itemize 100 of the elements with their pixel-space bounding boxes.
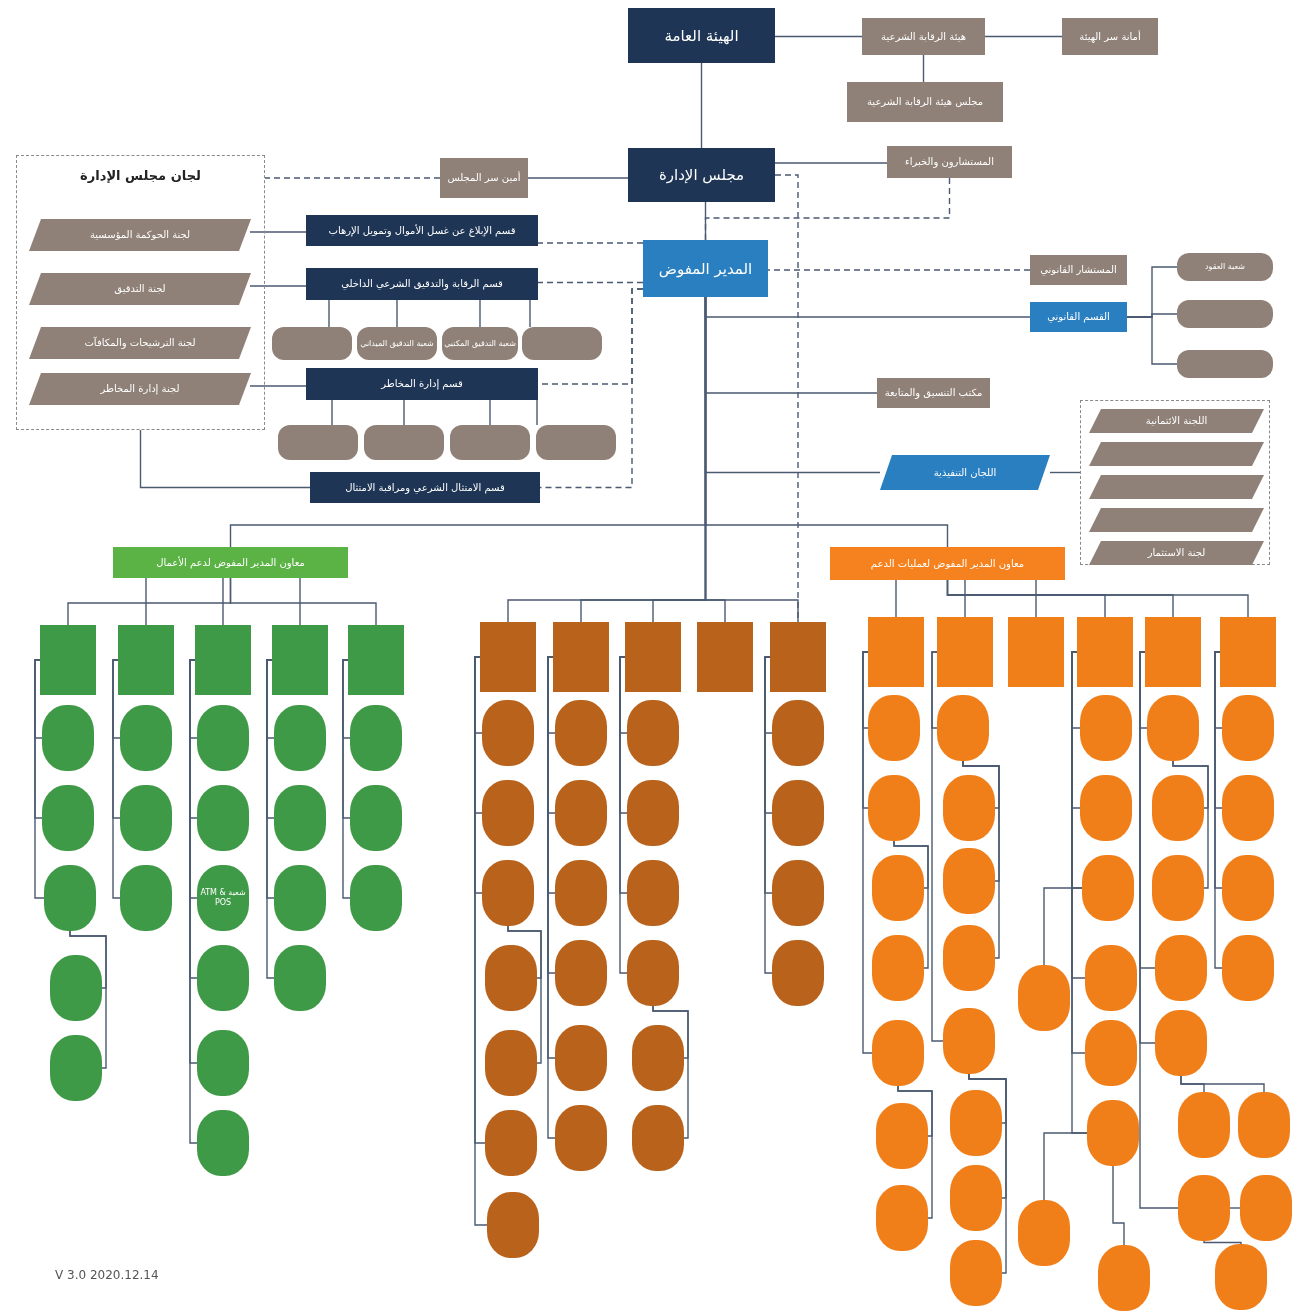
connector-line xyxy=(946,579,1249,618)
header-box: معاون المدير المفوض لعمليات الدعم xyxy=(830,547,1065,580)
connector-line xyxy=(529,299,531,328)
group-title: لجان مجلس الإدارة xyxy=(80,168,201,184)
department-box xyxy=(625,622,681,692)
connector-line xyxy=(145,577,147,626)
connector-line xyxy=(1203,1240,1242,1245)
connector-line xyxy=(652,1005,689,1139)
department-box xyxy=(868,617,924,687)
department-box xyxy=(272,625,328,695)
department-box xyxy=(1220,617,1276,687)
dashed-group-frame xyxy=(1080,400,1270,565)
connector-line xyxy=(767,269,1031,271)
committee-parallelogram: لجنة الحوكمة المؤسسية xyxy=(29,219,251,251)
org-unit-box: مجلس هيئة الرقابة الشرعية xyxy=(847,82,1003,122)
department-box xyxy=(1008,617,1064,687)
department-box: مجلس الإدارة xyxy=(628,148,775,202)
department-box: قسم الرقابة والتدقيق الشرعي الداخلي xyxy=(306,268,538,300)
connector-line xyxy=(527,177,629,179)
connector-line xyxy=(1112,1165,1125,1246)
connector-line xyxy=(537,281,644,284)
committee-parallelogram: لجنة التدقيق xyxy=(29,273,251,305)
section-pill: شعبة التدقيق المكتبي xyxy=(442,327,518,360)
org-unit-box: مكتب التنسيق والمتابعة xyxy=(877,378,990,408)
section-pill xyxy=(1177,350,1273,378)
connector-line xyxy=(249,385,307,387)
section-pill: شعبة العقود xyxy=(1177,253,1273,281)
department-box xyxy=(697,622,753,692)
committee-parallelogram xyxy=(1089,508,1264,532)
connector-line xyxy=(1172,760,1209,889)
connector-line xyxy=(474,656,488,1226)
section-pill: شعبة التدقيق الميداني xyxy=(357,327,437,360)
connector-line xyxy=(1139,651,1179,1209)
committee-parallelogram xyxy=(1089,475,1264,499)
connector-line xyxy=(222,577,224,626)
version-label: V 3.0 2020.12.14 xyxy=(55,1268,159,1282)
connector-line xyxy=(922,54,925,83)
connector-line xyxy=(1214,651,1223,969)
connector-line xyxy=(249,285,307,287)
section-pill xyxy=(522,327,602,360)
connector-line xyxy=(266,659,275,979)
committee-parallelogram: لجنة إدارة المخاطر xyxy=(29,373,251,405)
connector-line xyxy=(69,930,107,1069)
connector-line xyxy=(700,62,703,149)
connector-line xyxy=(507,925,542,1064)
connector-line xyxy=(984,35,1063,38)
department-box xyxy=(118,625,174,695)
connector-line xyxy=(897,1085,933,1219)
connector-line xyxy=(1043,1132,1088,1201)
connector-line xyxy=(249,231,307,233)
department-box xyxy=(1145,617,1201,687)
connector-line xyxy=(1043,887,1083,966)
department-box: قسم إدارة المخاطر xyxy=(306,368,538,400)
department-box xyxy=(1077,617,1133,687)
department-box xyxy=(770,622,826,692)
department-box: الهيئة العامة xyxy=(628,8,775,63)
department-box: قسم الإبلاغ عن غسل الأموال وتمويل الإرهاب xyxy=(306,215,538,246)
connector-line xyxy=(1180,1075,1265,1093)
header-box: معاون المدير المفوض لدعم الأعمال xyxy=(113,547,348,578)
connector-line xyxy=(774,35,863,38)
section-pill xyxy=(272,327,352,360)
department-box xyxy=(937,617,993,687)
connector-line xyxy=(962,760,1000,959)
connector-line xyxy=(328,299,330,328)
org-unit-box: أمانة سر الهيئة xyxy=(1062,18,1158,55)
connector-line xyxy=(489,399,491,426)
department-box xyxy=(348,625,404,695)
connector-line xyxy=(862,651,873,1054)
connector-line xyxy=(299,577,301,626)
connector-line xyxy=(1049,471,1081,474)
connector-line xyxy=(1035,579,1037,618)
connector-line xyxy=(536,399,538,426)
dashed-group-frame xyxy=(16,155,265,430)
section-pill xyxy=(450,425,530,460)
connector-line xyxy=(619,656,628,974)
connector-line xyxy=(112,659,121,899)
committee-parallelogram: لجنة الاستثمار xyxy=(1089,541,1264,565)
connector-line xyxy=(396,299,398,328)
department-box: قسم الامتثال الشرعي ومراقبة الامتثال xyxy=(310,472,540,503)
section-pill xyxy=(1177,300,1273,328)
committee-parallelogram: لجنة الترشيحات والمكافآت xyxy=(29,327,251,359)
connector-line xyxy=(403,399,405,426)
connector-line xyxy=(537,242,644,244)
connector-line xyxy=(479,299,481,328)
org-unit-box: المدير المفوض xyxy=(643,240,768,297)
connector-line xyxy=(931,651,944,1042)
section-pill xyxy=(364,425,444,460)
department-box xyxy=(40,625,96,695)
committee-parallelogram: اللجان التنفيذية xyxy=(880,455,1050,490)
connector-line xyxy=(895,579,897,618)
department-box xyxy=(480,622,536,692)
connector-line xyxy=(34,659,45,899)
committee-parallelogram: اللجنة الائتمانية xyxy=(1089,409,1264,433)
connector-line xyxy=(1126,316,1178,365)
department-box xyxy=(195,625,251,695)
org-unit-box: المستشارون والخبراء xyxy=(887,146,1012,178)
connector-line xyxy=(342,659,351,899)
connector-line xyxy=(774,162,888,164)
department-box xyxy=(553,622,609,692)
connector-line xyxy=(139,429,311,489)
